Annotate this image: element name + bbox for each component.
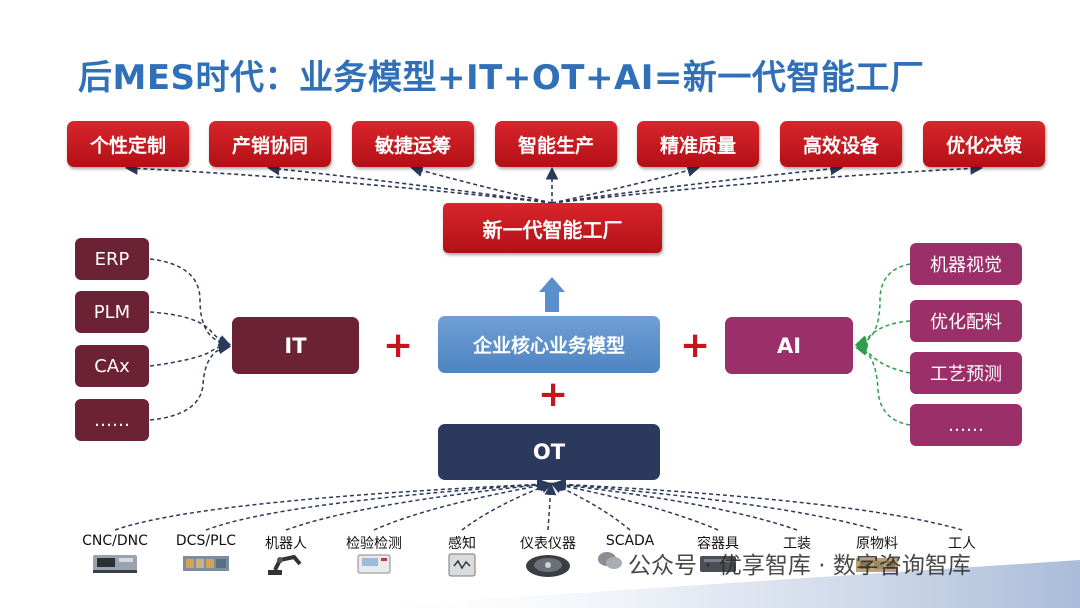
wechat-icon	[598, 552, 622, 569]
goal-optimized-decision: 优化决策	[923, 121, 1045, 167]
ot-item-scada: SCADA	[605, 533, 655, 549]
plus-sign-it: +	[383, 325, 414, 366]
ot-item-fixtures: 工装	[783, 536, 811, 552]
it-item-plm: PLM	[75, 291, 149, 333]
goal-smart-production: 智能生产	[495, 121, 617, 167]
ot-item-sensing: 感知	[448, 536, 476, 552]
page-title: 后MES时代：业务模型+IT+OT+AI=新一代智能工厂	[78, 58, 925, 98]
ai-item-more: ……	[910, 404, 1022, 446]
ot-connectors	[114, 478, 963, 531]
ot-item-cnc: CNC/DNC	[82, 533, 148, 549]
it-box: IT	[232, 317, 359, 374]
sensor-icon	[448, 553, 476, 577]
ot-item-inspection: 检验检测	[346, 536, 402, 552]
ai-item-process-prediction: 工艺预测	[910, 352, 1022, 394]
ot-item-robot: 机器人	[265, 536, 307, 552]
goal-agile-planning: 敏捷运筹	[352, 121, 474, 167]
cnc-machine-icon	[93, 555, 137, 573]
goal-sales-coordination: 产销协同	[209, 121, 331, 167]
goal-custom: 个性定制	[67, 121, 189, 167]
ot-item-instruments: 仪表仪器	[520, 536, 576, 552]
plus-sign-ai: +	[680, 325, 711, 366]
watermark-text: 公众号 · 优享智库 · 数字咨询智库	[628, 553, 971, 579]
goal-precise-quality: 精准质量	[637, 121, 759, 167]
smart-factory-box: 新一代智能工厂	[443, 203, 662, 253]
up-arrow	[539, 277, 565, 312]
it-item-erp: ERP	[75, 238, 149, 280]
it-connectors	[149, 258, 231, 421]
ai-box: AI	[725, 317, 853, 374]
container-icon	[700, 556, 736, 572]
ai-item-batching: 优化配料	[910, 300, 1022, 342]
it-item-cax: CAx	[75, 345, 149, 387]
ot-item-containers: 容器具	[697, 536, 739, 552]
it-item-more: ……	[75, 399, 149, 441]
ot-item-materials: 原物料	[856, 536, 898, 552]
ai-item-machine-vision: 机器视觉	[910, 243, 1022, 285]
ot-box: OT	[438, 424, 660, 480]
ot-item-workers: 工人	[948, 536, 976, 552]
goal-efficient-equipment: 高效设备	[780, 121, 902, 167]
core-business-model-box: 企业核心业务模型	[438, 316, 660, 373]
instrument-meter-icon	[526, 555, 570, 577]
ot-item-dcs: DCS/PLC	[175, 533, 237, 549]
raw-material-icon	[856, 558, 898, 572]
goal-connectors	[124, 162, 984, 204]
dcs-plc-icon	[183, 556, 229, 571]
robot-arm-icon	[268, 554, 302, 575]
plus-sign-ot: +	[538, 374, 569, 415]
inspection-device-icon	[357, 554, 391, 574]
ai-connectors	[855, 263, 911, 426]
